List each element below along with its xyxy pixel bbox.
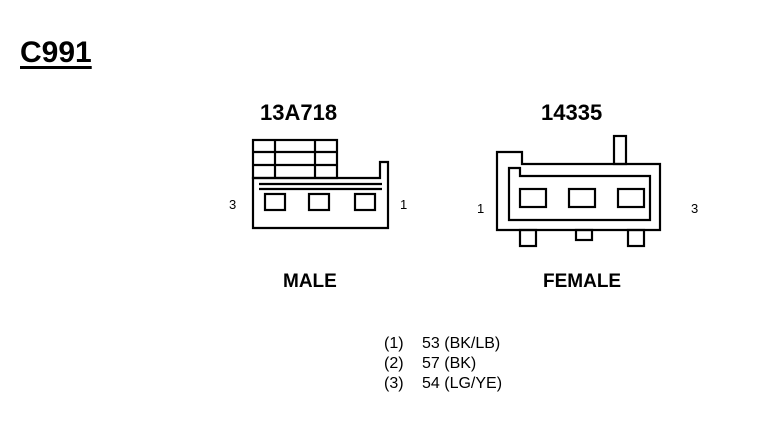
female-pin-right-number: 3 bbox=[691, 201, 699, 216]
female-connector-shape bbox=[495, 134, 662, 248]
circuit-label: 54 (LG/YE) bbox=[422, 375, 503, 392]
pinout-row: (2) 57 (BK) bbox=[384, 354, 502, 374]
female-label: FEMALE bbox=[543, 271, 622, 292]
male-pin-left-number: 3 bbox=[229, 197, 237, 212]
female-part-number: 14335 bbox=[541, 100, 603, 125]
circuit-label: 53 (BK/LB) bbox=[422, 335, 501, 352]
male-pin-right-number: 1 bbox=[400, 197, 408, 212]
pin-number: (3) bbox=[384, 375, 404, 392]
pin-number: (2) bbox=[384, 355, 404, 372]
male-label: MALE bbox=[283, 271, 337, 292]
female-pin-left-number: 1 bbox=[477, 201, 485, 216]
pinout-row: (1) 53 (BK/LB) bbox=[384, 334, 502, 354]
pin-number: (1) bbox=[384, 335, 404, 352]
circuit-label: 57 (BK) bbox=[422, 355, 477, 372]
pinout-row: (3) 54 (LG/YE) bbox=[384, 374, 502, 394]
connector-title: C991 bbox=[20, 36, 92, 69]
male-part-number: 13A718 bbox=[260, 100, 338, 125]
pinout-legend: (1) 53 (BK/LB) (2) 57 (BK) (3) 54 (LG/YE) bbox=[384, 334, 502, 394]
male-connector-shape bbox=[251, 138, 390, 230]
